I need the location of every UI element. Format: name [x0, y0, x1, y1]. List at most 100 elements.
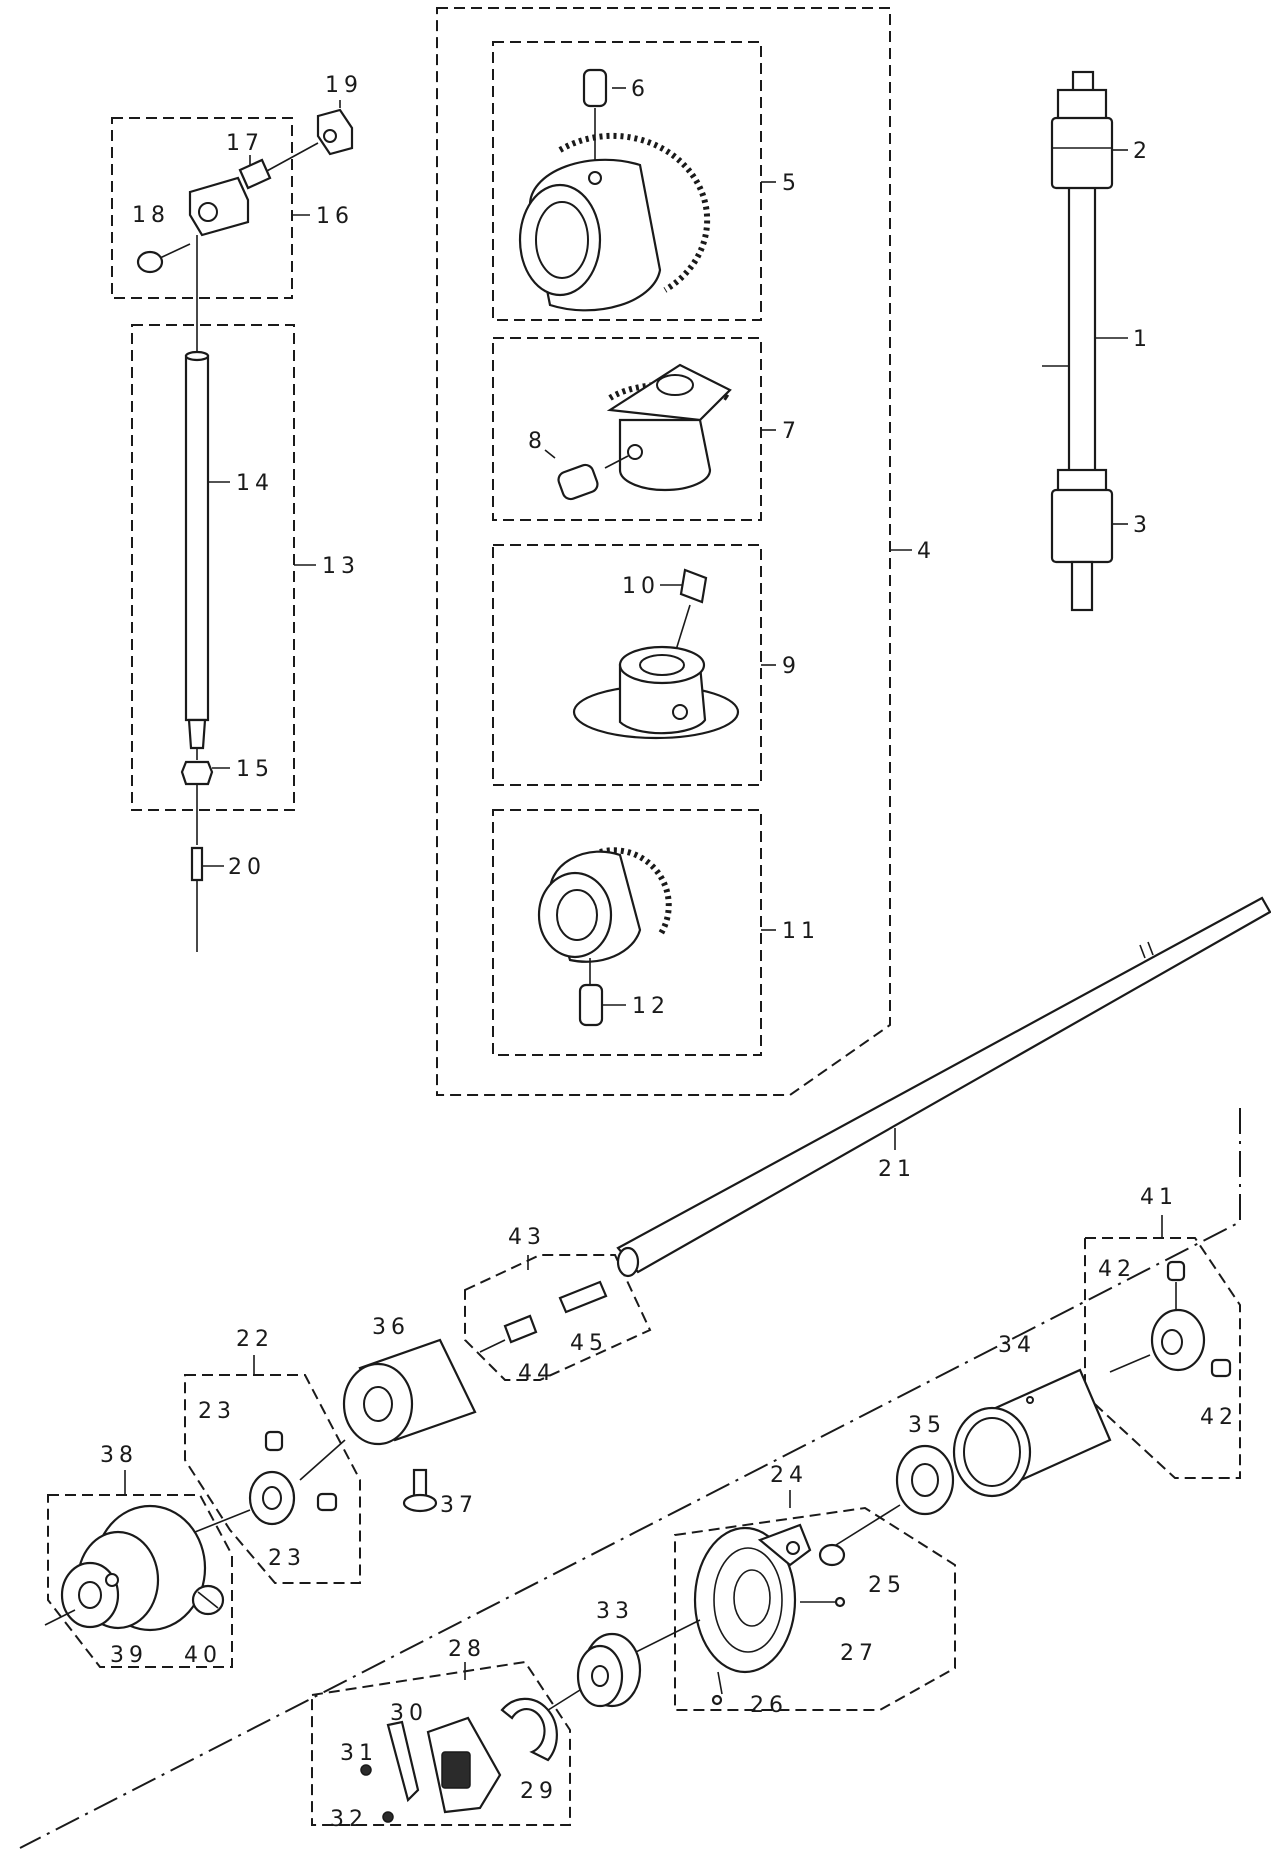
part-26-screw: [711, 1671, 723, 1706]
group-box-5: [492, 41, 762, 321]
part-24-rotary-hook: [693, 1523, 812, 1674]
callout-23b: 23: [268, 1546, 306, 1571]
gear-set: [518, 68, 740, 1027]
callout-29: 29: [520, 1779, 558, 1804]
part-29-spring: [500, 1697, 558, 1762]
part-27-screw: [800, 1596, 846, 1608]
part-16-clamp: [188, 176, 250, 237]
group-box-7: [492, 337, 762, 521]
part-1-shaft: [1067, 183, 1097, 487]
callout-13: 13: [322, 554, 360, 579]
callout-30: 30: [390, 1701, 428, 1726]
callout-1: 1: [1133, 327, 1152, 352]
part-34-bushing: [952, 1368, 1112, 1498]
callout-33: 33: [596, 1599, 634, 1624]
callout-19: 19: [325, 73, 363, 98]
callout-39: 39: [110, 1643, 148, 1668]
callout-25: 25: [868, 1573, 906, 1598]
part-9-gear: [572, 568, 740, 740]
part-40-screw: [191, 1584, 225, 1616]
callout-44: 44: [518, 1361, 556, 1386]
group-box-38: [47, 1494, 233, 1668]
lower-shaft-assembly: [44, 896, 1271, 1823]
callout-14: 14: [236, 471, 274, 496]
callout-5: 5: [782, 171, 801, 196]
callout-6: 6: [631, 77, 650, 102]
callout-9: 9: [782, 654, 801, 679]
callout-10: 10: [622, 574, 660, 599]
part-41-collar: [1150, 1260, 1232, 1378]
callout-31: 31: [340, 1741, 378, 1766]
part-31-screw: [360, 1764, 372, 1776]
leader-lines: [124, 87, 1163, 1680]
callout-41: 41: [1140, 1185, 1178, 1210]
part-11-bevel-gear: [537, 847, 672, 1027]
callout-35: 35: [908, 1413, 946, 1438]
part-17-screw: [238, 158, 272, 190]
callout-2: 2: [1133, 139, 1152, 164]
part-2-bushing: [1050, 70, 1114, 190]
callout-42b: 42: [1200, 1405, 1238, 1430]
callout-40: 40: [184, 1643, 222, 1668]
axis-17: [264, 142, 319, 173]
callout-42a: 42: [1098, 1257, 1136, 1282]
part-21-lower-shaft: [616, 896, 1271, 1278]
upright-shaft-assembly: [1042, 70, 1114, 612]
part-37-screw: [402, 1468, 438, 1513]
callout-38: 38: [100, 1443, 138, 1468]
group-box-24: [674, 1506, 956, 1711]
callout-16: 16: [316, 204, 354, 229]
callout-15: 15: [236, 757, 274, 782]
group-box-11: [492, 809, 762, 1056]
group-box-28: [311, 1660, 571, 1826]
callout-18: 18: [132, 203, 170, 228]
callout-28: 28: [448, 1637, 486, 1662]
part-5-gear: [518, 68, 711, 312]
group-box-4: [436, 7, 891, 1096]
part-22-collar: [248, 1430, 338, 1526]
callout-3: 3: [1133, 513, 1152, 538]
part-38-pulley: [60, 1504, 207, 1632]
callout-26: 26: [750, 1693, 788, 1718]
callout-27: 27: [840, 1641, 878, 1666]
callout-7: 7: [782, 419, 801, 444]
part-28-bobbin-case: [426, 1716, 502, 1814]
callout-labels: 1 2 3 4 5 6 7 8 9 10 11 12 13 14 15 16 1…: [100, 73, 1238, 1832]
part-36-bushing: [342, 1338, 477, 1498]
callout-34: 34: [998, 1333, 1036, 1358]
group-box-22: [184, 1374, 361, 1584]
part-45-pin: [558, 1280, 608, 1314]
part-25-screw: [818, 1543, 846, 1567]
part-20-needle: [190, 846, 204, 952]
callout-24: 24: [770, 1463, 808, 1488]
callout-20: 20: [228, 855, 266, 880]
part-35-ring: [895, 1444, 955, 1516]
group-box-43: [464, 1254, 652, 1381]
callout-21: 21: [878, 1157, 916, 1182]
part-7-bevel-gear: [557, 363, 732, 501]
callout-22: 22: [236, 1327, 274, 1352]
callout-32: 32: [330, 1807, 368, 1832]
callout-12: 12: [632, 994, 670, 1019]
callout-37: 37: [440, 1493, 478, 1518]
callout-4: 4: [917, 539, 936, 564]
part-44-screw: [479, 1314, 538, 1353]
callout-11: 11: [782, 919, 820, 944]
callout-23a: 23: [198, 1399, 236, 1424]
part-18-screw: [136, 243, 191, 274]
part-33-bobbin: [576, 1632, 642, 1708]
part-15-nut: [180, 760, 214, 786]
callout-8: 8: [528, 429, 547, 454]
callout-17: 17: [226, 131, 264, 156]
part-19-nut: [316, 108, 354, 156]
assembly-chain-line: [19, 1108, 1241, 1849]
callout-43: 43: [508, 1225, 546, 1250]
part-3-bushing: [1050, 468, 1114, 612]
needle-bar-assembly: [136, 108, 354, 952]
part-14-needle-bar: [184, 350, 210, 750]
group-box-16: [111, 117, 293, 299]
group-box-13: [131, 324, 295, 811]
part-30-latch: [386, 1720, 420, 1803]
group-boxes: [19, 7, 1241, 1849]
